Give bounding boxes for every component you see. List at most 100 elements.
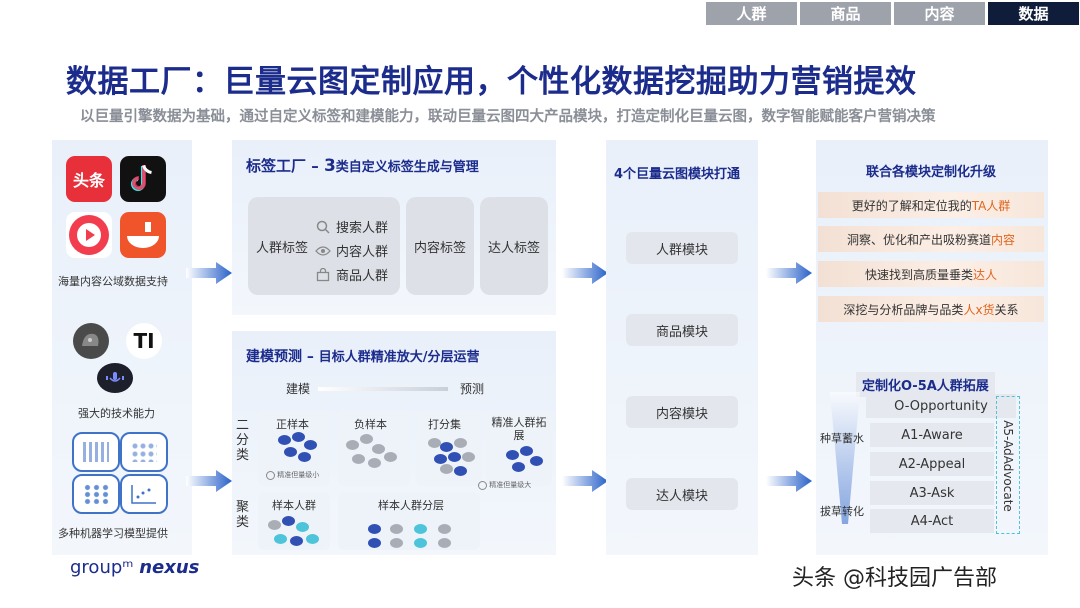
ai-face-icon (73, 323, 109, 359)
arrow-right-icon (186, 262, 232, 284)
large-volume-note: 精准但量级大 (478, 480, 531, 490)
sample-dot (438, 524, 451, 534)
stage-ask[interactable]: A3-Ask (870, 481, 994, 505)
top-navigation: 人群 商品 内容 数据 (706, 2, 1079, 25)
negative-sample-label: 负样本 (354, 418, 387, 431)
sample-dot (372, 444, 385, 454)
apps-label: 海量内容公域数据支持 (58, 275, 168, 288)
toutiao-icon: 头条 (66, 156, 112, 202)
sample-dot (414, 524, 427, 534)
sample-dot (390, 538, 403, 548)
sample-layered-card (338, 492, 480, 550)
watermark: 头条 @科技园广告部 (792, 566, 997, 591)
sample-dot (520, 446, 533, 456)
build-predict-arrow (318, 387, 448, 391)
binary-classification-label: 二分类 (236, 418, 250, 463)
sample-dot (384, 452, 397, 462)
sample-dot (360, 434, 373, 444)
cluster-icon (72, 474, 120, 514)
eye-icon (315, 244, 331, 258)
upgrade-title: 联合各模块定制化升级 (866, 165, 997, 180)
stage-appeal[interactable]: A2-Appeal (870, 452, 994, 476)
sample-dot (440, 442, 453, 452)
face-icon (478, 480, 487, 490)
bag-icon (315, 267, 331, 282)
positive-sample-label: 正样本 (276, 418, 309, 431)
sample-dot (454, 438, 467, 448)
tab-crowd[interactable]: 人群 (706, 2, 797, 25)
scatter-plot-icon (120, 474, 168, 514)
page-subtitle: 以巨量引擎数据为基础，通过自定义标签和建模能力，联动巨量云图四大产品模块，打造定… (80, 109, 936, 125)
sample-dot (390, 524, 403, 534)
modeling-title: 建模预测 – 目标人群精准放大/分层运营 (246, 349, 480, 365)
upgrade-row-content: 洞察、优化和产出吸粉赛道内容 (818, 226, 1044, 252)
sample-dot (530, 456, 543, 466)
arrow-right-icon (562, 470, 608, 492)
sample-dot (268, 520, 281, 530)
sample-dot (304, 440, 317, 450)
upgrade-row-talent: 快速找到高质量垂类达人 (818, 261, 1044, 287)
arrow-right-icon (186, 470, 232, 492)
content-people-tag[interactable]: 内容人群 (315, 241, 388, 260)
people-tag-box[interactable]: 人群标签 (248, 197, 400, 295)
tomato-novel-icon (120, 212, 166, 258)
tag-factory-title: 标签工厂 – 3类自定义标签生成与管理 (246, 156, 479, 176)
upgrade-row-relation: 深挖与分析品牌与品类人x货关系 (818, 296, 1044, 322)
stage-aware[interactable]: A1-Aware (870, 423, 994, 447)
neural-network-icon (72, 432, 120, 472)
groupm-nexus-logo: groupᵐ nexus (70, 557, 200, 578)
ti-logo-icon: TI (126, 323, 162, 359)
sample-dot (512, 462, 525, 472)
seed-label: 种草蓄水 (820, 432, 864, 445)
sample-dot (352, 454, 365, 464)
sample-dot (414, 538, 427, 548)
sample-dot (306, 534, 319, 544)
module-content[interactable]: 内容模块 (626, 396, 738, 428)
module-product[interactable]: 商品模块 (626, 314, 738, 346)
douyin-icon (120, 156, 166, 202)
sample-dot (298, 452, 311, 462)
search-people-tag[interactable]: 搜索人群 (315, 217, 388, 236)
sample-people-label: 样本人群 (272, 499, 316, 512)
tab-data[interactable]: 数据 (988, 2, 1079, 25)
search-icon (315, 220, 331, 234)
product-people-tag[interactable]: 商品人群 (315, 265, 388, 284)
page-title: 数据工厂：巨量云图定制应用，个性化数据挖掘助力营销提效 (66, 64, 917, 100)
sample-dot (278, 435, 291, 445)
tab-product[interactable]: 商品 (800, 2, 891, 25)
sample-dot (368, 524, 381, 534)
sample-dot (448, 452, 461, 462)
sample-dot (274, 534, 287, 544)
module-talent[interactable]: 达人模块 (626, 478, 738, 510)
funnel-icon (830, 392, 860, 524)
sample-dot (440, 464, 453, 474)
sample-layered-label: 样本人群分层 (378, 499, 444, 512)
ml-label: 多种机器学习模型提供 (58, 527, 168, 540)
sample-dot (346, 440, 359, 450)
module-crowd[interactable]: 人群模块 (626, 232, 738, 264)
stage-advocate: A5-AdAdvocate (1001, 420, 1015, 512)
sample-dot (434, 454, 447, 464)
talent-tag-box[interactable]: 达人标签 (480, 197, 548, 295)
tab-content[interactable]: 内容 (894, 2, 985, 25)
sample-dot (292, 432, 305, 442)
face-icon (266, 470, 275, 480)
stage-advocate-box[interactable] (996, 396, 1020, 534)
predict-label: 预测 (460, 382, 485, 396)
sample-dot (454, 466, 467, 476)
arrow-right-icon (766, 262, 812, 284)
sample-dot (296, 522, 309, 532)
xigua-icon (66, 212, 112, 258)
content-tag-box[interactable]: 内容标签 (406, 197, 474, 295)
arrow-right-icon (766, 470, 812, 492)
stage-act[interactable]: A4-Act (870, 509, 994, 533)
stage-opportunity[interactable]: O-Opportunity (866, 394, 1016, 418)
tech-label: 强大的技术能力 (78, 407, 155, 420)
sample-dot (506, 450, 519, 460)
scoring-set-label: 打分集 (428, 418, 461, 431)
sample-dot (462, 452, 475, 462)
sample-dot (284, 447, 297, 457)
build-label: 建模 (286, 382, 311, 396)
microphone-icon (97, 363, 133, 393)
